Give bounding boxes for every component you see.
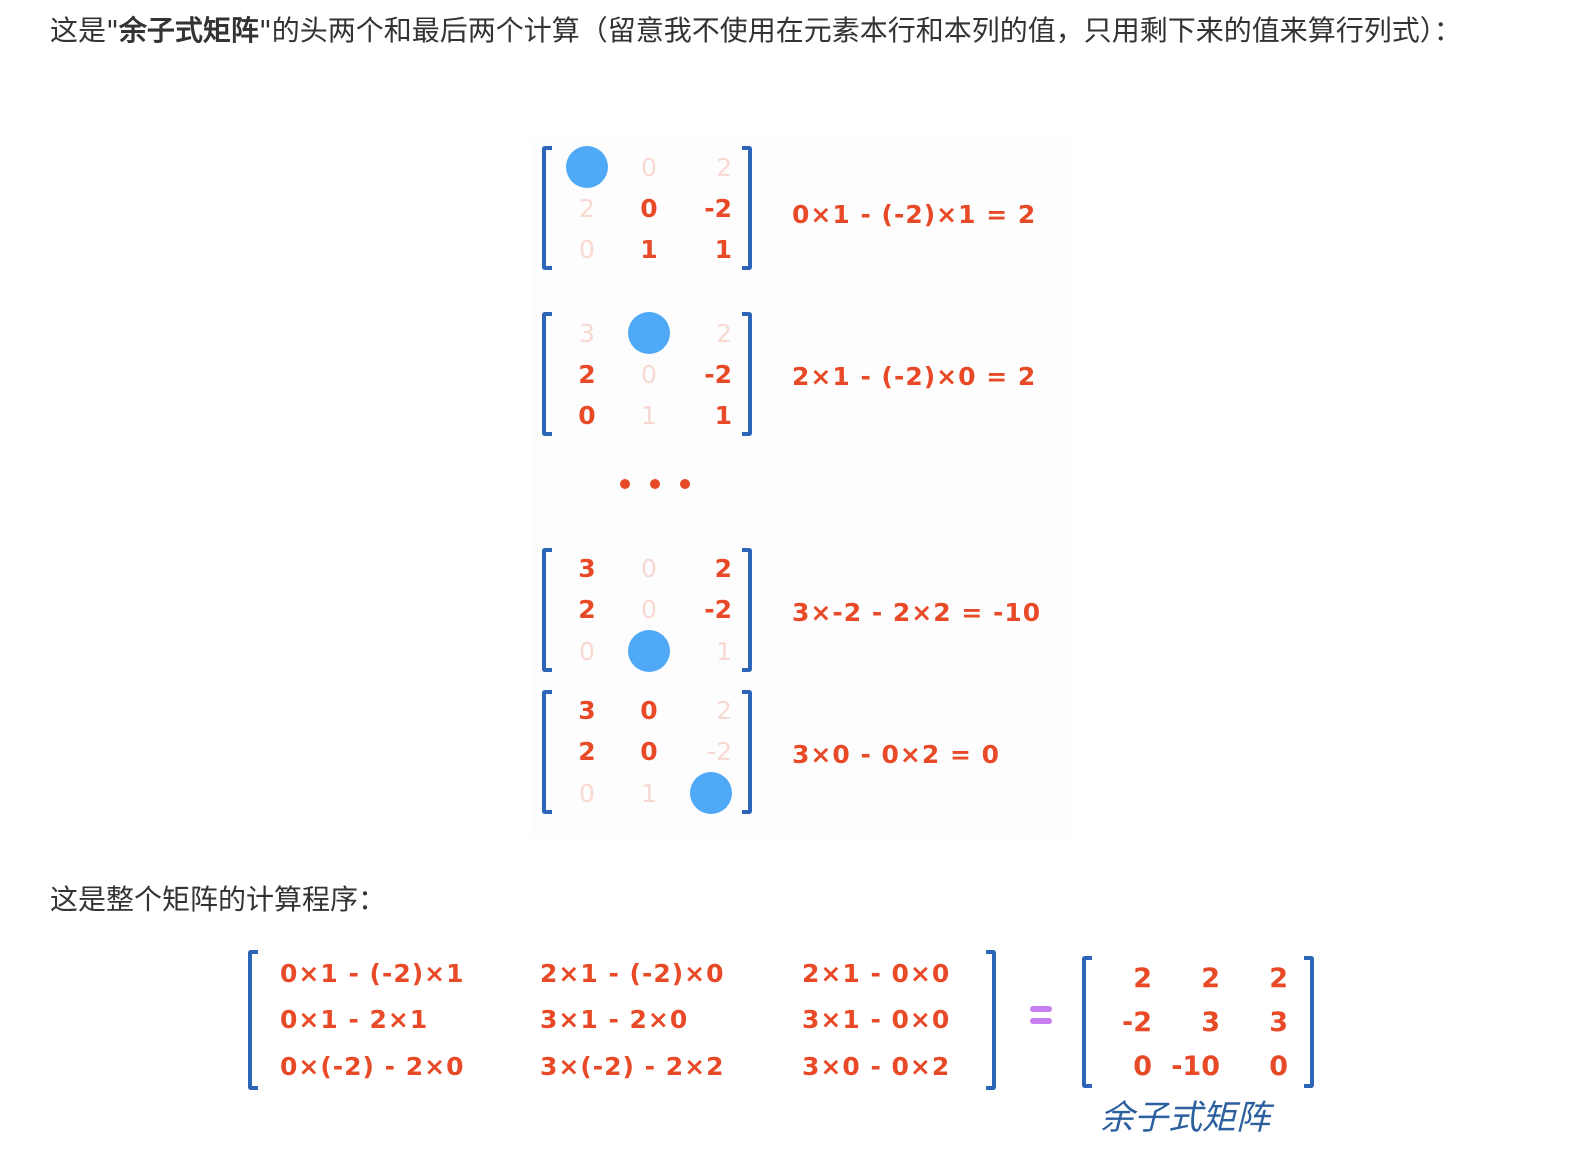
matrix-cell: 2 <box>578 737 596 766</box>
matrix-cell: 1 <box>641 401 657 430</box>
matrix-cell: 3 <box>578 696 596 725</box>
matrix-cell: 2 <box>716 696 732 725</box>
matrix-cell: 3 <box>579 318 595 348</box>
matrix-cell: 2 <box>578 360 596 389</box>
matrix-cell: 2 <box>714 554 732 583</box>
matrix-cell: 1 <box>714 401 732 430</box>
matrix-cell: 0 <box>641 554 657 583</box>
matrix-cell: 0 <box>578 401 596 430</box>
intro-bold-term: 余子式矩阵 <box>118 14 259 47</box>
matrix-cell: 1 <box>641 778 657 808</box>
matrix-cell: 3 <box>578 554 596 583</box>
computation-cell: 0×1 - (-2)×1 <box>280 958 465 988</box>
computation-cell: 3×1 - 0×0 <box>802 1005 951 1035</box>
right-bracket <box>742 146 752 270</box>
result-cell: 2 <box>1133 962 1152 994</box>
right-bracket <box>742 312 752 436</box>
step-4-expression: 3×0 - 0×2 = 0 <box>792 740 1001 769</box>
matrix-cell: 1 <box>714 235 732 264</box>
matrix-cell: -2 <box>704 360 732 389</box>
result-cell: 3 <box>1201 1006 1220 1038</box>
matrix-cell: 0 <box>641 595 657 624</box>
computation-cell: 3×(-2) - 2×2 <box>540 1052 725 1082</box>
left-bracket <box>248 950 258 1090</box>
step-4-matrix: 3 0 2 2 0 -2 0 1 <box>542 690 752 814</box>
intro-prefix: 这是" <box>50 14 119 47</box>
selected-dot-icon <box>556 146 618 188</box>
result-cell: 2 <box>1201 962 1220 994</box>
matrix-cell: 2 <box>579 194 595 223</box>
matrix-cell: 1 <box>640 235 658 264</box>
minor-steps-figure: 0 2 2 0 -2 0 1 1 0×1 - (-2)×1 = 2 3 2 2 … <box>532 138 1072 838</box>
computation-cell: 2×1 - (-2)×0 <box>540 958 725 988</box>
selected-dot-icon <box>618 312 680 354</box>
matrix-cell: 2 <box>578 595 596 624</box>
right-bracket <box>986 950 996 1090</box>
left-bracket <box>542 146 552 270</box>
step-2-expression: 2×1 - (-2)×0 = 2 <box>792 362 1037 391</box>
result-cell: -2 <box>1122 1006 1152 1038</box>
intro-suffix: "的头两个和最后两个计算（留意我不使用在元素本行和本列的值，只用剩下来的值来算行… <box>258 14 1462 47</box>
ellipsis-icon <box>620 474 700 494</box>
step-1-expression: 0×1 - (-2)×1 = 2 <box>792 200 1037 229</box>
matrix-cell: 2 <box>716 318 732 348</box>
step-3-expression: 3×-2 - 2×2 = -10 <box>792 598 1042 627</box>
result-cell: 2 <box>1269 962 1288 994</box>
right-bracket <box>742 548 752 672</box>
process-paragraph: 这是整个矩阵的计算程序： <box>50 883 387 916</box>
step-3-matrix: 3 0 2 2 0 -2 0 1 <box>542 548 752 672</box>
matrix-cell: 0 <box>579 636 595 666</box>
right-bracket <box>1304 956 1314 1088</box>
left-bracket <box>1082 956 1092 1088</box>
selected-dot-icon <box>680 772 738 814</box>
computation-cell: 2×1 - 0×0 <box>802 958 951 988</box>
step-1-matrix: 0 2 2 0 -2 0 1 1 <box>542 146 752 270</box>
matrix-cell: 0 <box>641 360 657 389</box>
computation-cell: 0×1 - 2×1 <box>280 1005 429 1035</box>
left-bracket <box>542 690 552 814</box>
matrix-cell: 2 <box>716 152 732 182</box>
matrix-cell: 1 <box>716 636 732 666</box>
computation-matrix: 0×1 - (-2)×1 2×1 - (-2)×0 2×1 - 0×0 0×1 … <box>248 950 996 1090</box>
result-cell: 0 <box>1269 1050 1288 1082</box>
selected-dot-icon <box>618 630 680 672</box>
computation-cell: 3×0 - 0×2 <box>802 1052 951 1082</box>
result-cell: -10 <box>1171 1050 1220 1082</box>
matrix-cell: 0 <box>640 696 658 725</box>
matrix-cell: 0 <box>640 194 658 223</box>
result-cell: 3 <box>1269 1006 1288 1038</box>
computation-cell: 3×1 - 2×0 <box>540 1005 689 1035</box>
matrix-cell: 0 <box>579 235 595 264</box>
result-matrix: 2 2 2 -2 3 3 0 -10 0 <box>1082 956 1314 1088</box>
matrix-cell: 0 <box>641 152 657 182</box>
computation-cell: 0×(-2) - 2×0 <box>280 1052 465 1082</box>
matrix-cell: -2 <box>704 194 732 223</box>
result-caption: 余子式矩阵 <box>1100 1098 1270 1138</box>
matrix-cell: 0 <box>579 778 595 808</box>
result-cell: 0 <box>1133 1050 1152 1082</box>
matrix-cell: 0 <box>640 737 658 766</box>
matrix-cell: -2 <box>704 595 732 624</box>
equals-icon <box>1030 1006 1052 1026</box>
left-bracket <box>542 548 552 672</box>
left-bracket <box>542 312 552 436</box>
matrix-cell: -2 <box>707 737 732 766</box>
step-2-matrix: 3 2 2 0 -2 0 1 1 <box>542 312 752 436</box>
intro-paragraph: 这是"余子式矩阵"的头两个和最后两个计算（留意我不使用在元素本行和本列的值，只用… <box>50 6 1550 56</box>
right-bracket <box>742 690 752 814</box>
